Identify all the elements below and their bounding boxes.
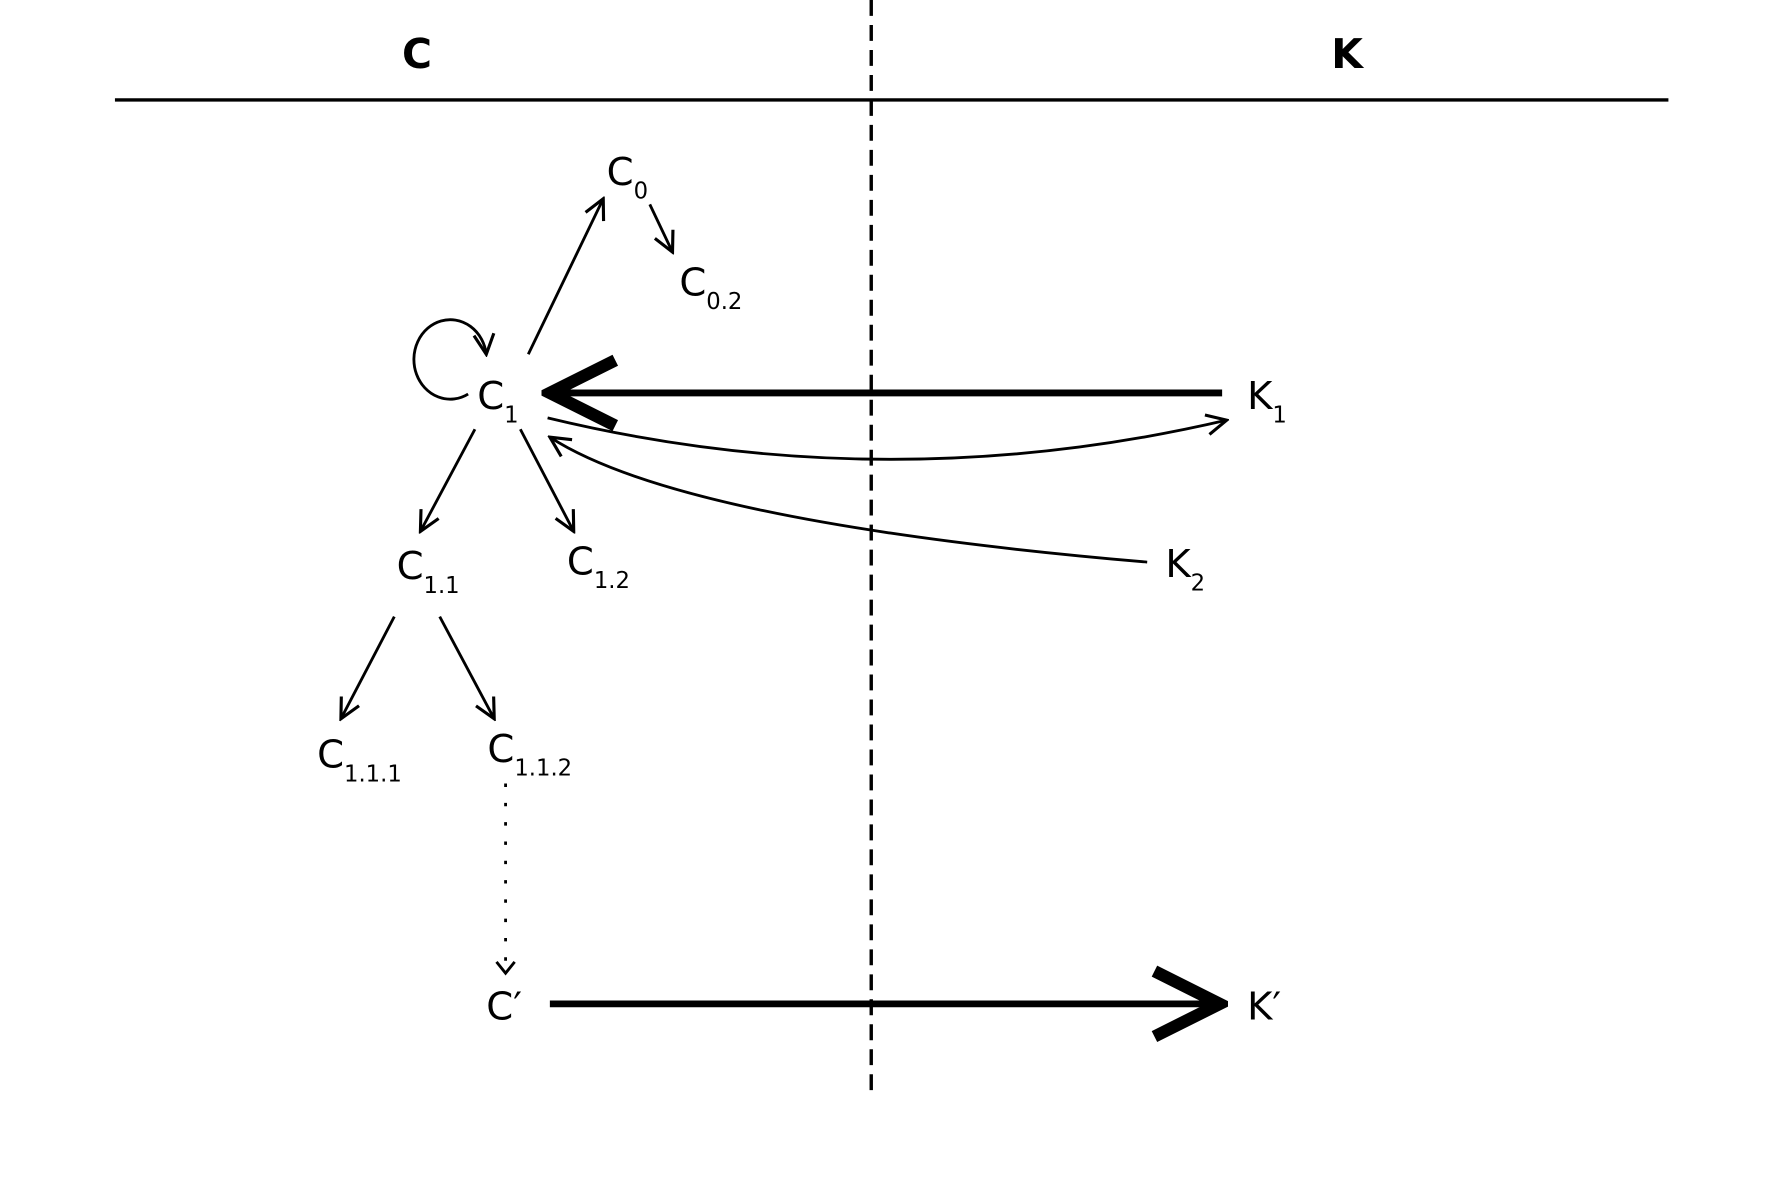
edge-c0-c02 [648,203,673,252]
edge-k2-c1-curved [550,437,1148,564]
node-c1: C1 [477,374,518,429]
edge-c1-c0 [527,199,603,355]
node-c12: C1.2 [567,540,630,595]
edge-c1-c12 [519,428,573,531]
node-k2: K2 [1165,542,1205,597]
header-k: K [1331,30,1364,78]
node-c02: C0.2 [679,260,742,315]
node-c0: C0 [607,150,648,205]
header-c: C [402,30,432,78]
dotted-arrowhead [495,960,516,976]
node-kprime: K′ [1247,985,1281,1030]
node-k1: K1 [1247,374,1287,429]
self-loop-c1 [412,318,486,401]
node-c111: C1.1.1 [317,733,402,788]
edge-c1-c11 [420,428,477,531]
node-c112: C1.1.2 [487,727,572,782]
node-cprime: C′ [486,985,522,1030]
edge-c11-c111 [341,615,396,719]
edge-c1-k1-curved [547,418,1227,461]
node-c11: C1.1 [397,544,460,599]
edge-c11-c112 [438,615,495,719]
